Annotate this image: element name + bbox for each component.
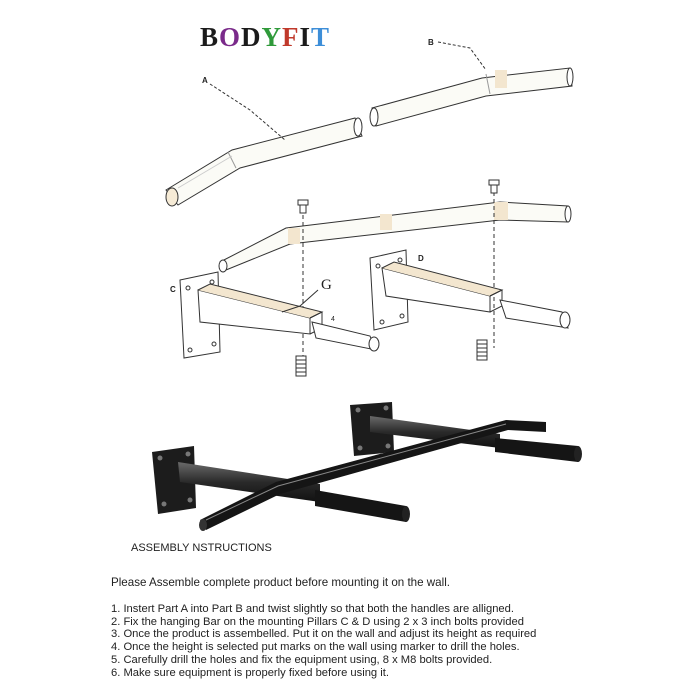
assembled-product-photo [152,402,582,531]
brand-letter: B [200,22,220,52]
instruction-step: 2. Fix the hanging Bar on the mounting P… [111,615,524,628]
part-b-tube [369,67,574,127]
brand-letter: T [311,22,331,52]
instruction-step: 5. Carefully drill the holes and fix the… [111,653,493,666]
bolt-top-left [297,199,309,214]
brand-letter: D [241,22,262,52]
pillar-c [179,271,380,359]
bolt-bottom-right [476,339,488,361]
pillar-d [369,249,571,331]
instruction-step: 1. Instert Part A into Part B and twist … [111,603,514,615]
main-pull-up-bar [199,420,546,531]
instructions-intro: Please Assemble complete product before … [111,576,450,589]
part-a-tube [165,117,363,207]
brand-letter: I [299,22,312,52]
label-a: A [202,76,208,85]
bolt-top-right [488,179,500,194]
bolt-bottom-left [295,355,307,377]
assembly-diagram [165,41,574,377]
label-g: G [321,277,332,293]
label-d: D [418,254,424,263]
instruction-step: 4. Once the height is selected put marks… [111,641,520,654]
brand-letter: Y [261,22,283,52]
brand-logo: BODYFIT [200,22,330,53]
label-4: 4 [331,316,335,323]
brand-letter: O [219,22,242,52]
label-b: B [428,38,434,47]
brand-letter: F [282,22,300,52]
instructions-steps: 1. Instert Part A into Part B and twist … [111,603,536,679]
instruction-step: 6. Make sure equipment is properly fixed… [111,666,389,679]
label-c: C [170,285,176,294]
instruction-step: 3. Once the product is assembelled. Put … [111,628,537,641]
instructions-heading: ASSEMBLY NSTRUCTIONS [131,542,272,554]
assembled-hanging-bar [218,201,572,273]
right-wall-bracket [350,402,582,462]
